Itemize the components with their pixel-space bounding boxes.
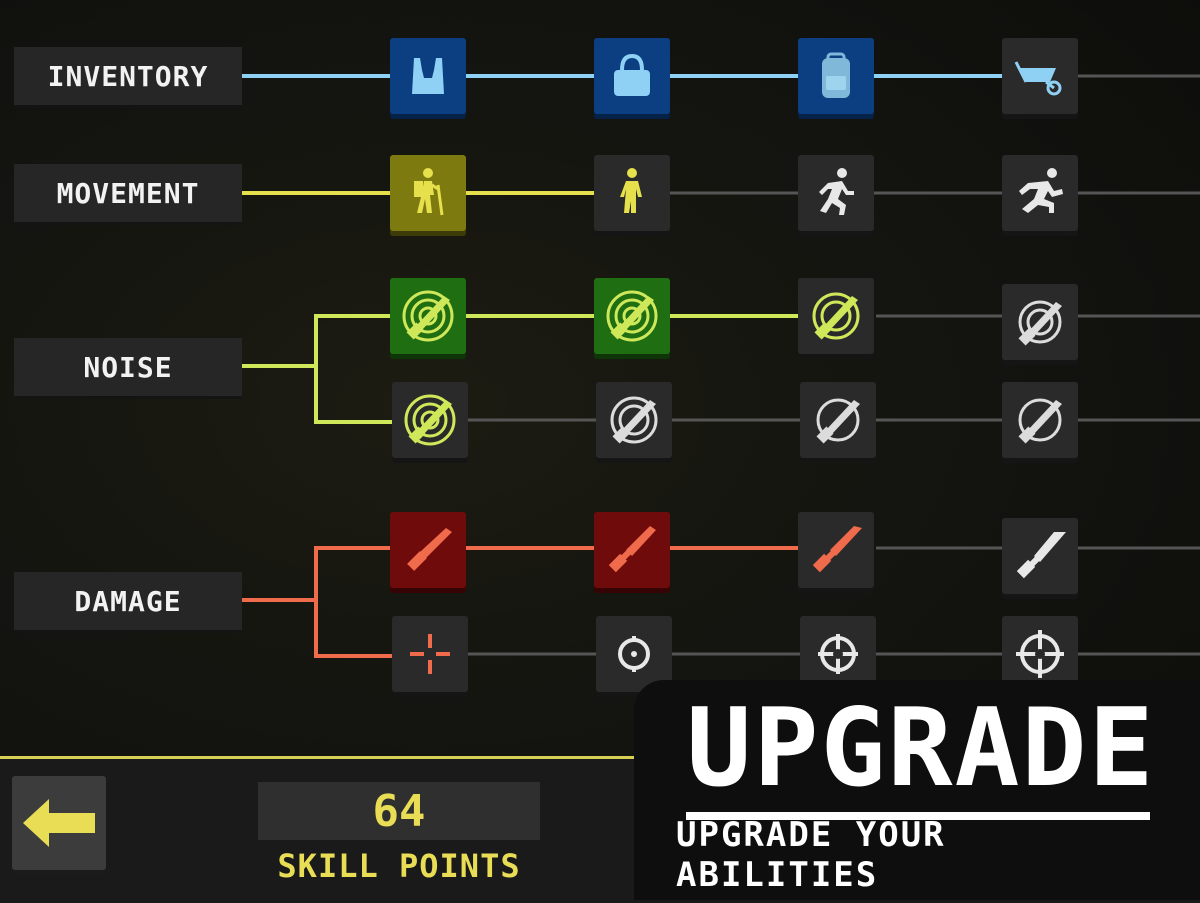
crosshair-icon	[410, 634, 450, 674]
wheelbarrow-icon	[1014, 61, 1062, 96]
damage-b-upgrade-2[interactable]	[596, 616, 672, 692]
inventory-upgrade-2[interactable]	[594, 38, 670, 114]
damage-a-upgrade-1[interactable]	[390, 512, 466, 588]
damage-a-upgrade-4[interactable]	[1002, 518, 1078, 594]
damage-b-upgrade-3[interactable]	[800, 616, 876, 692]
knife-icon	[407, 528, 452, 571]
damage-b-upgrade-4[interactable]	[1002, 616, 1078, 692]
promo-subtitle: UPGRADE YOUR ABILITIES	[676, 815, 946, 895]
silent-knife-icon	[610, 396, 658, 444]
runner-icon	[819, 168, 854, 215]
noise-b-upgrade-2[interactable]	[596, 382, 672, 458]
silent-knife-icon	[1018, 300, 1062, 346]
back-button[interactable]	[12, 776, 106, 870]
damage-a-upgrade-2[interactable]	[594, 512, 670, 588]
promo-panel	[634, 680, 1200, 900]
category-damage-label: DAMAGE	[14, 572, 242, 630]
silent-knife-icon	[812, 292, 860, 340]
skill-points-label: SKILL POINTS	[277, 847, 521, 885]
noise-b-upgrade-3[interactable]	[800, 382, 876, 458]
noise-a-upgrade-2[interactable]	[594, 278, 670, 354]
knife-icon	[608, 526, 656, 573]
scope-icon	[1016, 630, 1064, 678]
silent-knife-icon	[816, 398, 860, 444]
walker-icon	[620, 168, 642, 213]
hiker-icon	[414, 168, 444, 216]
category-movement-label: MOVEMENT	[14, 164, 242, 222]
movement-upgrade-4[interactable]	[1002, 155, 1078, 231]
knife-icon	[812, 526, 862, 573]
silent-knife-icon	[606, 290, 658, 342]
knife-icon	[1016, 532, 1066, 579]
scope-icon	[818, 634, 858, 674]
promo-title: UPGRADE	[686, 686, 1156, 811]
plastic-bag-icon	[412, 58, 444, 94]
noise-a-upgrade-1[interactable]	[390, 278, 466, 354]
silent-knife-icon	[402, 290, 454, 342]
movement-upgrade-3[interactable]	[798, 155, 874, 231]
silent-knife-icon	[404, 394, 456, 446]
damage-b-upgrade-1[interactable]	[392, 616, 468, 692]
inventory-upgrade-4[interactable]	[1002, 38, 1078, 114]
handbag-icon	[614, 53, 650, 96]
promo-divider	[686, 812, 1150, 820]
skill-points-value: 64	[258, 782, 540, 840]
category-inventory-label: INVENTORY	[14, 47, 242, 105]
noise-a-upgrade-3[interactable]	[798, 278, 874, 354]
inventory-upgrade-3[interactable]	[798, 38, 874, 114]
noise-a-upgrade-4[interactable]	[1002, 284, 1078, 360]
backpack-icon	[822, 52, 850, 98]
scope-icon	[618, 636, 650, 672]
inventory-upgrade-1[interactable]	[390, 38, 466, 114]
noise-b-upgrade-1[interactable]	[392, 382, 468, 458]
sprinter-icon	[1019, 168, 1063, 213]
arrow-left-icon	[23, 799, 95, 847]
damage-a-upgrade-3[interactable]	[798, 512, 874, 588]
silent-knife-icon	[1018, 398, 1062, 444]
noise-b-upgrade-4[interactable]	[1002, 382, 1078, 458]
movement-upgrade-1[interactable]	[390, 155, 466, 231]
movement-upgrade-2[interactable]	[594, 155, 670, 231]
category-noise-label: NOISE	[14, 338, 242, 396]
